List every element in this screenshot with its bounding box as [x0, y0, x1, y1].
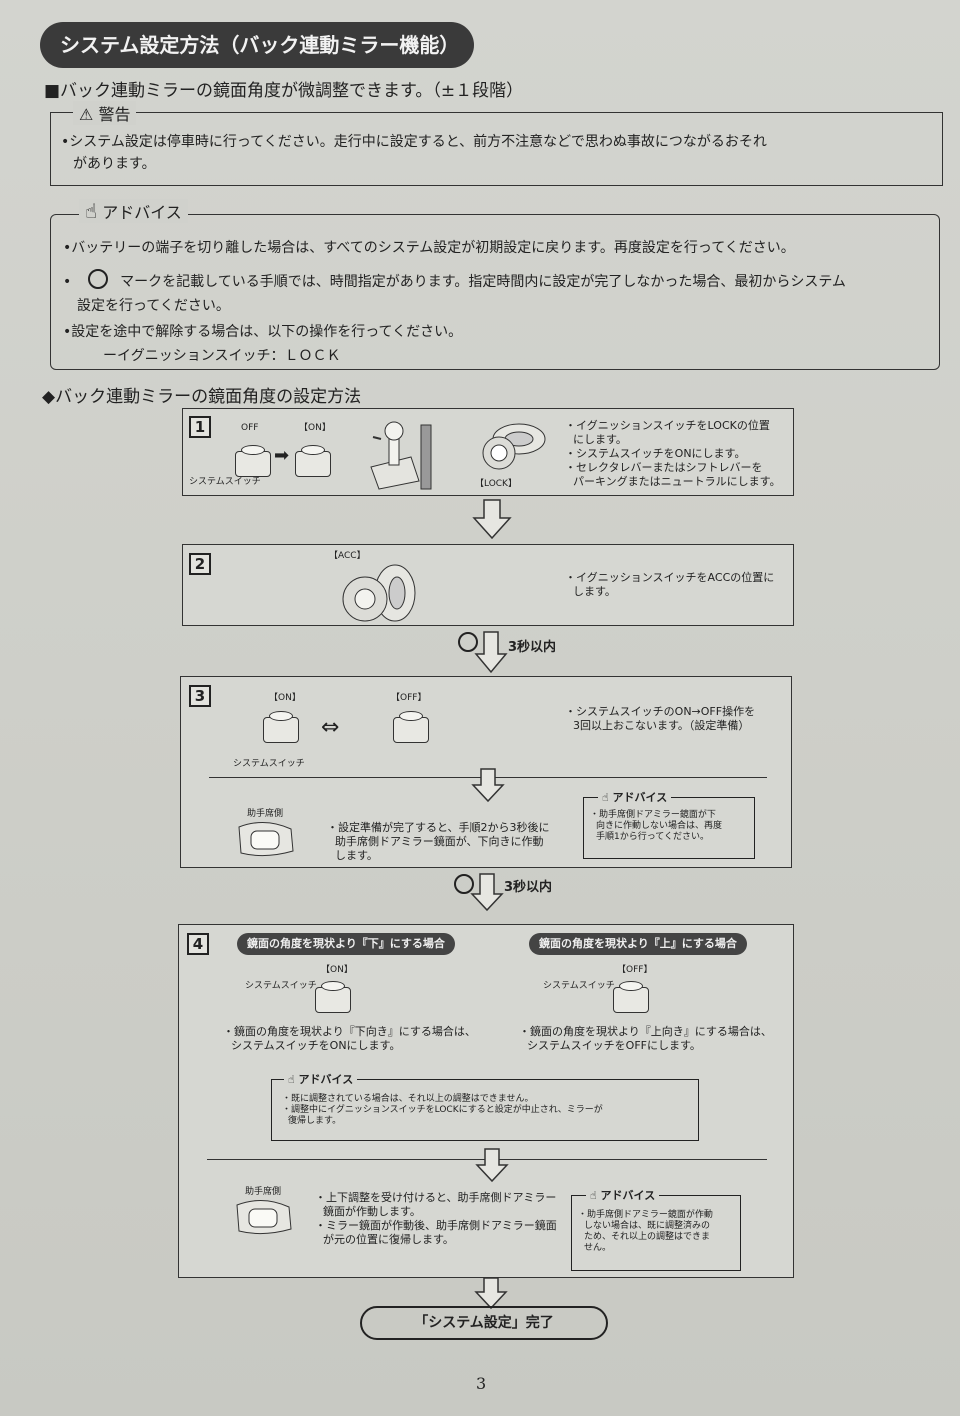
double-arrow-icon: ⇔: [321, 715, 340, 740]
step-1-on-label: 【ON】: [299, 423, 331, 433]
step-1-box: 1 OFF 【ON】 ➡ システムスイッチ 【LOCK】 ・イグニッションスイッ…: [182, 408, 794, 496]
timer-label-2: 3秒以内: [504, 880, 553, 895]
page-subtitle: ■バック連動ミラーの鏡面角度が微調整できます。（±１段階）: [44, 81, 524, 101]
step-3-off-label: 【OFF】: [391, 693, 427, 703]
step-3-on-label: 【ON】: [269, 693, 301, 703]
warning-icon: ⚠: [79, 105, 94, 124]
advice-item-1: •バッテリーの端子を切り離した場合は、すべてのシステム設定が初期設定に戻ります。…: [63, 240, 795, 256]
page-number: 3: [476, 1374, 487, 1393]
step-4-number: 4: [187, 933, 209, 955]
step-3-advice-label: アドバイス: [612, 791, 668, 804]
step-3-desc: ・設定準備が完了すると、手順2から3秒後に 助手席側ドアミラー鏡面が、下向きに作…: [327, 821, 550, 862]
advice-item-2b: 設定を行ってください。: [77, 298, 230, 314]
shift-lever-icon: [370, 421, 432, 490]
ignition-acc-icon: [342, 564, 416, 622]
step-4-advice2-box: ☝ アドバイス ・助手席側ドアミラー鏡面が作動 しない場合は、既に調整済みの た…: [571, 1187, 741, 1271]
step-4-switch-label-right: システムスイッチ: [543, 981, 615, 991]
step-3-number: 3: [189, 685, 211, 707]
step-1-instructions: ・イグニッションスイッチをLOCKの位置 にします。 ・システムスイッチをONに…: [565, 419, 781, 488]
flow-arrow-down-icon: [470, 873, 504, 912]
timer-icon: [87, 269, 108, 289]
page-title: システム設定方法（バック連動ミラー機能）: [40, 22, 474, 68]
advice-label: アドバイス: [102, 203, 182, 222]
step-4-on-label: 【ON】: [321, 965, 353, 975]
step-4-advice-text: ・既に調整されている場合は、それ以上の調整はできません。 ・調整中にイグニッショ…: [282, 1094, 603, 1126]
advice-item-3: •設定を途中で解除する場合は、以下の操作を行ってください。: [63, 324, 463, 340]
hand-pointer-icon: ☝: [85, 199, 98, 223]
flow-arrow-down-icon: [474, 1277, 508, 1310]
advice-legend: ☝ アドバイス: [79, 199, 188, 223]
step-4-advice-box: ☝ アドバイス ・既に調整されている場合は、それ以上の調整はできません。 ・調整…: [271, 1071, 699, 1141]
door-mirror-icon: [238, 822, 294, 857]
timer-label-1: 3秒以内: [508, 640, 557, 655]
step-4-advice2-text: ・助手席側ドアミラー鏡面が作動 しない場合は、既に調整済みの ため、それ以上の調…: [578, 1210, 713, 1253]
step-4-box: 4 鏡面の角度を現状より『下』にする場合 鏡面の角度を現状より『上』にする場合 …: [178, 924, 794, 1278]
section-title: ◆バック連動ミラーの鏡面角度の設定方法: [42, 387, 362, 407]
step-4-advice-label: アドバイス: [298, 1073, 354, 1086]
flow-arrow-down-icon: [475, 1148, 509, 1183]
completion-banner: 「システム設定」完了: [360, 1306, 608, 1340]
system-switch-off-icon: [393, 711, 429, 743]
warning-text: •システム設定は停車時に行ってください。走行中に設定すると、前方不注意などで思わ…: [61, 134, 767, 150]
step-1-lock-label: 【LOCK】: [475, 479, 517, 489]
hand-pointer-icon: ☝: [288, 1073, 295, 1086]
step-4-off-label: 【OFF】: [617, 965, 653, 975]
step-1-number: 1: [189, 416, 211, 438]
hand-pointer-icon: ☝: [590, 1189, 597, 1202]
step-4-switch-label-left: システムスイッチ: [245, 981, 317, 991]
advice-box: ☝ アドバイス •バッテリーの端子を切り離した場合は、すべてのシステム設定が初期…: [50, 199, 940, 370]
system-switch-on-icon: [315, 981, 351, 1013]
flow-arrow-down-icon: [471, 768, 505, 803]
system-switch-off-icon: [235, 445, 271, 477]
warning-text-2: があります。: [73, 156, 156, 172]
warning-legend: ⚠ 警告: [73, 101, 137, 125]
flow-arrow-down-icon: [474, 631, 508, 674]
warning-label: 警告: [98, 105, 131, 124]
hand-pointer-icon: ☝: [602, 791, 609, 804]
step-4-up-pill: 鏡面の角度を現状より『上』にする場合: [529, 933, 747, 955]
step-4-desc: ・上下調整を受け付けると、助手席側ドアミラー 鏡面が作動します。 ・ミラー鏡面が…: [315, 1191, 557, 1246]
advice-item-4: ーイグニッションスイッチ：ＬＯＣＫ: [103, 348, 341, 364]
warning-box: ⚠ 警告 •システム設定は停車時に行ってください。走行中に設定すると、前方不注意…: [50, 101, 943, 186]
step-4-down-desc: ・鏡面の角度を現状より『下向き』にする場合は、 システムスイッチをONにします。: [223, 1025, 476, 1052]
ignition-lock-icon: [482, 423, 546, 470]
system-switch-on-icon: [263, 711, 299, 743]
step-3-instructions: ・システムスイッチのON→OFF操作を 3回以上おこないます。（設定準備）: [565, 705, 756, 732]
step-1-switch-label: システムスイッチ: [189, 477, 261, 487]
arrow-right-icon: ➡: [274, 445, 290, 466]
step-4-advice2-label: アドバイス: [600, 1189, 656, 1202]
step-2-instructions: ・イグニッションスイッチをACCの位置に します。: [565, 571, 775, 598]
timer-icon: [458, 632, 478, 652]
step-3-advice-box: ☝ アドバイス ・助手席側ドアミラー鏡面が下 向きに作動しない場合は、再度 手順…: [583, 789, 755, 859]
step-4-up-desc: ・鏡面の角度を現状より『上向き』にする場合は、 システムスイッチをOFFにします…: [519, 1025, 772, 1052]
advice-item-2: • マークを記載している手順では、時間指定があります。指定時間内に設定が完了しな…: [63, 269, 846, 293]
step-2-box: 2 【ACC】 ・イグニッションスイッチをACCの位置に します。: [182, 544, 794, 626]
step-4-mirror-label: 助手席側: [245, 1187, 282, 1197]
step-2-number: 2: [189, 553, 211, 575]
flow-arrow-down-icon: [472, 499, 512, 540]
step-3-mirror-label: 助手席側: [247, 809, 284, 819]
step-3-advice-text: ・助手席側ドアミラー鏡面が下 向きに作動しない場合は、再度 手順1から行ってくだ…: [590, 810, 723, 842]
door-mirror-icon: [236, 1200, 292, 1235]
step-3-box: 3 【ON】 【OFF】 ⇔ システムスイッチ ・システムスイッチのON→OFF…: [180, 676, 792, 868]
system-switch-off-icon: [613, 981, 649, 1013]
step-2-acc-label: 【ACC】: [329, 551, 366, 561]
system-switch-on-icon: [295, 445, 331, 477]
step-1-off-label: OFF: [241, 423, 259, 433]
step-3-switch-label: システムスイッチ: [233, 759, 305, 769]
timer-icon: [454, 874, 474, 894]
step-4-down-pill: 鏡面の角度を現状より『下』にする場合: [237, 933, 455, 955]
